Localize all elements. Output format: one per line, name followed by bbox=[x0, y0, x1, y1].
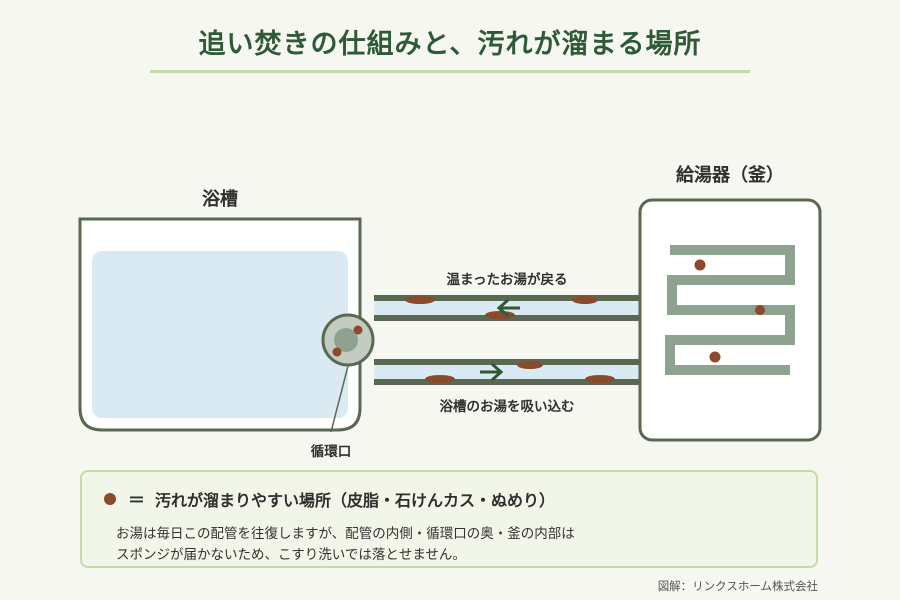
intake-pipe-wall-bottom bbox=[374, 379, 640, 385]
title-underline bbox=[150, 70, 750, 73]
arrow-left-icon bbox=[496, 298, 520, 318]
return-flow-label: 温まったお湯が戻る bbox=[447, 271, 568, 288]
heater-box bbox=[638, 198, 822, 442]
legend-description-line: スポンジが届かないため、こすり洗いでは落とせません。 bbox=[116, 547, 466, 563]
dirt-deposit bbox=[694, 259, 706, 271]
dirt-deposit bbox=[755, 305, 765, 315]
legend-title: 汚れが溜まりやすい場所（皮脂・石けんカス・ぬめり） bbox=[155, 490, 556, 510]
dirt-deposit bbox=[709, 351, 721, 363]
heater-label: 給湯器（釜） bbox=[676, 164, 784, 186]
bathtub-label: 浴槽 bbox=[202, 188, 238, 210]
intake-flow-label: 浴槽のお湯を吸い込む bbox=[440, 398, 575, 415]
bath-water bbox=[92, 251, 348, 418]
dirt-deposit bbox=[485, 311, 515, 319]
dirt-deposit bbox=[405, 296, 435, 304]
legend-header: ＝ 汚れが溜まりやすい場所（皮脂・石けんカス・ぬめり） bbox=[104, 486, 555, 511]
legend-description-line: お湯は毎日この配管を往復しますが、配管の内側・循環口の奥・釜の内部は bbox=[116, 526, 575, 542]
legend-description: お湯は毎日この配管を往復しますが、配管の内側・循環口の奥・釜の内部は スポンジが… bbox=[116, 524, 806, 566]
page-title: 追い焚きの仕組みと、汚れが溜まる場所 bbox=[198, 29, 702, 60]
circulation-port-label: 循環口 bbox=[311, 443, 352, 460]
return-pipe-wall-top bbox=[374, 295, 640, 301]
dirt-deposit bbox=[517, 361, 543, 369]
dirt-deposit bbox=[585, 375, 615, 383]
arrow-right-icon bbox=[480, 362, 504, 382]
intake-pipe-wall-top bbox=[374, 359, 640, 365]
legend-box: ＝ 汚れが溜まりやすい場所（皮脂・石けんカス・ぬめり） お湯は毎日この配管を往復… bbox=[80, 470, 818, 568]
credit-text: 図解：リンクスホーム株式会社 bbox=[657, 579, 818, 593]
circulation-port-leader bbox=[330, 365, 349, 433]
dirt-dot-icon bbox=[104, 492, 116, 505]
legend-equals: ＝ bbox=[128, 491, 145, 511]
heater-coil bbox=[665, 245, 795, 375]
dirt-deposit bbox=[425, 375, 455, 383]
dirt-deposit bbox=[572, 296, 598, 304]
circulation-port bbox=[321, 313, 375, 367]
